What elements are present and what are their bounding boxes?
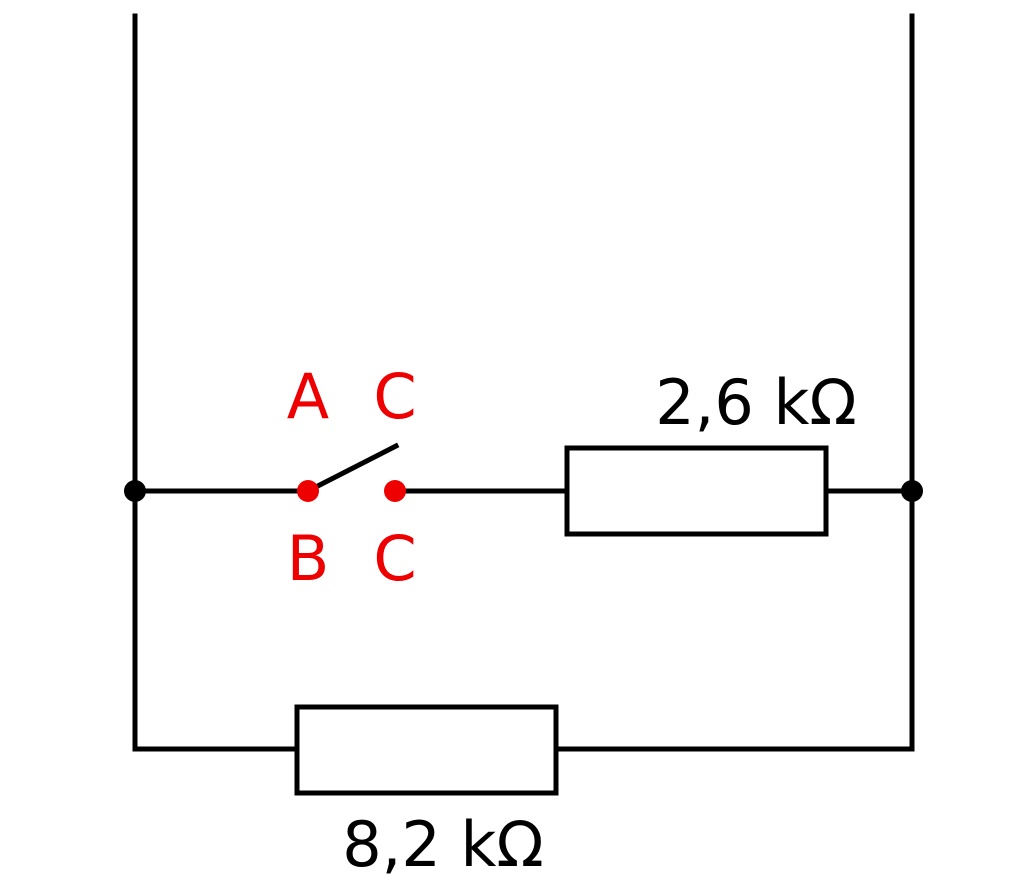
junction-right: [901, 480, 923, 502]
resistor-bottom: [294, 704, 559, 796]
switch-label-bottom-right: C: [373, 522, 416, 595]
switch-blade: [304, 442, 400, 495]
switch-label-top-right: C: [373, 360, 416, 433]
switch-label-top-left: A: [287, 360, 329, 433]
resistor-bottom-label: 8,2 kΩ: [342, 808, 544, 881]
resistor-top-label: 2,6 kΩ: [655, 366, 857, 439]
switch-contact-left: [297, 480, 319, 502]
switch-contact-right: [384, 480, 406, 502]
switch-label-bottom-left: B: [287, 522, 330, 595]
resistor-top: [564, 445, 829, 537]
junction-left: [124, 480, 146, 502]
